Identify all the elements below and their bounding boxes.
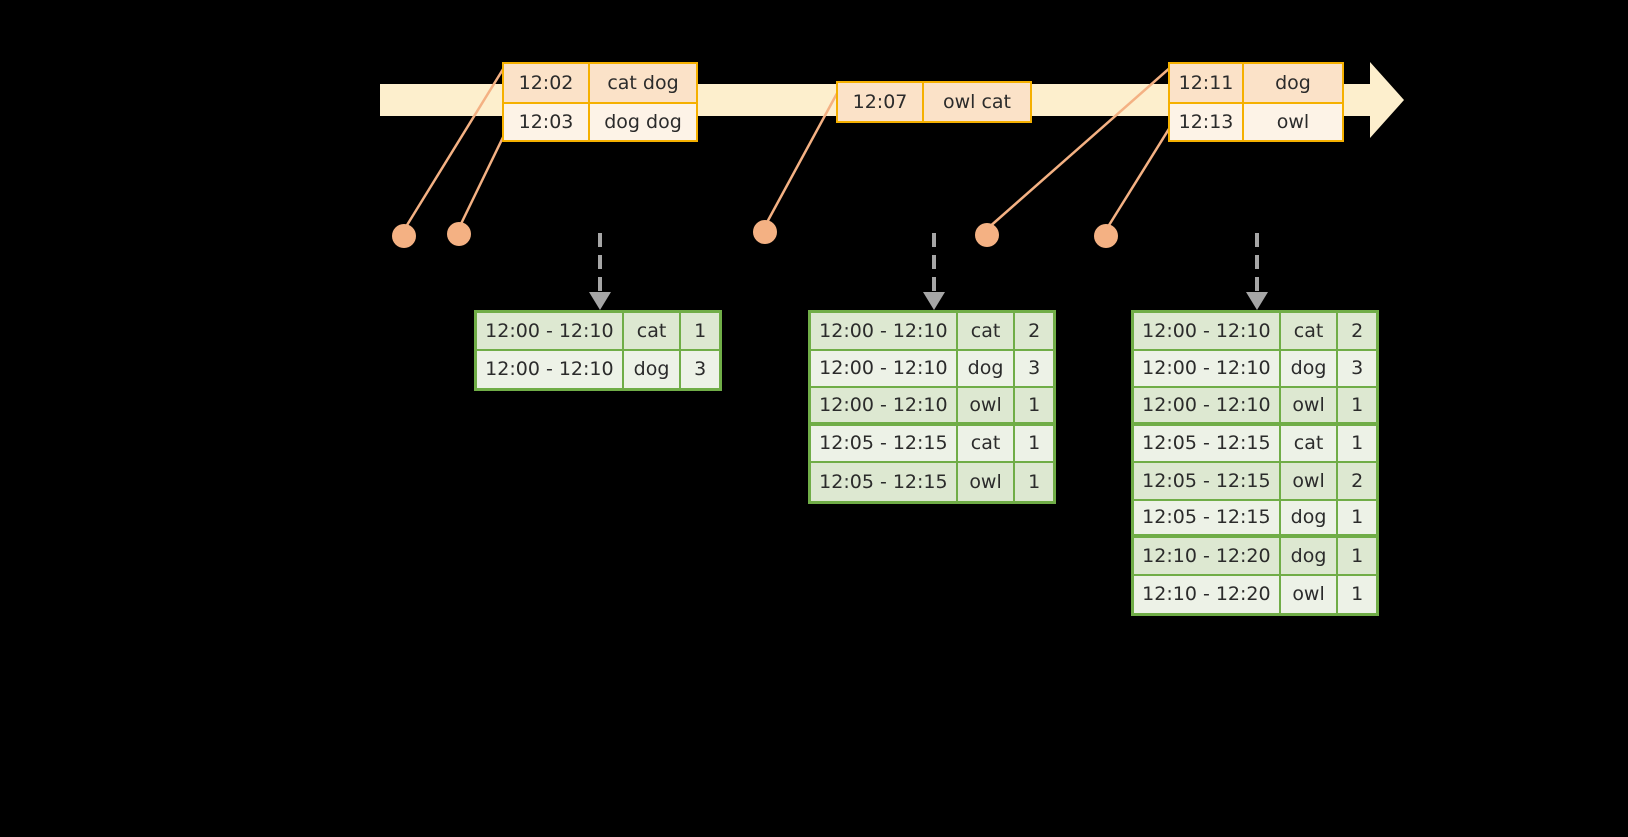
timeline-arrowhead-icon [1370, 62, 1404, 138]
word-cell: owl [957, 388, 1016, 422]
word-cell: cat [623, 313, 682, 349]
event-dot-5 [1094, 224, 1118, 248]
arrow-shaft [1255, 233, 1259, 292]
event-time: 12:13 [1170, 104, 1244, 140]
window-cell: 12:05 - 12:15 [811, 463, 958, 501]
count-cell: 1 [1338, 575, 1376, 613]
window-cell: 12:00 - 12:10 [477, 313, 624, 349]
count-cell: 1 [1338, 388, 1376, 422]
window-cell: 12:00 - 12:10 [1134, 313, 1281, 349]
window-cell: 12:00 - 12:10 [811, 350, 958, 386]
arrow-head-icon [1246, 292, 1268, 310]
count-cell: 3 [1015, 350, 1053, 386]
arrow-shaft [598, 233, 602, 292]
word-cell: dog [1280, 500, 1339, 534]
count-cell: 1 [1338, 425, 1376, 461]
window-cell: 12:05 - 12:15 [1134, 500, 1281, 534]
event-dot-1 [392, 224, 416, 248]
event-words: owl cat [924, 83, 1030, 121]
window-cell: 12:00 - 12:10 [811, 313, 958, 349]
connector-2 [457, 126, 510, 229]
word-cell: dog [957, 350, 1016, 386]
flow-arrow-1 [589, 233, 611, 310]
count-cell: 1 [1015, 425, 1053, 461]
word-cell: owl [1280, 575, 1339, 613]
window-cell: 12:00 - 12:10 [811, 388, 958, 422]
event-words: owl [1244, 104, 1342, 140]
word-cell: owl [957, 463, 1016, 501]
event-time: 12:11 [1170, 64, 1244, 102]
word-cell: owl [1280, 388, 1339, 422]
count-cell: 1 [1015, 388, 1053, 422]
event-words: dog [1244, 64, 1342, 102]
word-cell: owl [1280, 463, 1339, 499]
event-dot-2 [447, 222, 471, 246]
window-cell: 12:00 - 12:10 [1134, 388, 1281, 422]
count-cell: 2 [1338, 313, 1376, 349]
flow-arrow-3 [1246, 233, 1268, 310]
window-cell: 12:00 - 12:10 [477, 350, 624, 388]
window-cell: 12:05 - 12:15 [811, 425, 958, 461]
arrow-head-icon [589, 292, 611, 310]
window-cell: 12:10 - 12:20 [1134, 538, 1281, 574]
window-cell: 12:10 - 12:20 [1134, 575, 1281, 613]
window-cell: 12:00 - 12:10 [1134, 350, 1281, 386]
word-cell: cat [1280, 313, 1339, 349]
count-cell: 1 [681, 313, 719, 349]
word-cell: cat [957, 313, 1016, 349]
word-cell: dog [1280, 538, 1339, 574]
event-dot-4 [975, 223, 999, 247]
count-cell: 3 [1338, 350, 1376, 386]
word-cell: dog [623, 350, 682, 388]
count-cell: 3 [681, 350, 719, 388]
arrow-head-icon [923, 292, 945, 310]
event-time: 12:03 [504, 104, 590, 140]
count-cell: 1 [1015, 463, 1053, 501]
flow-arrow-2 [923, 233, 945, 310]
event-time: 12:07 [838, 83, 924, 121]
count-cell: 2 [1338, 463, 1376, 499]
word-cell: cat [957, 425, 1016, 461]
event-words: cat dog [590, 64, 696, 102]
word-cell: cat [1280, 425, 1339, 461]
count-cell: 1 [1338, 500, 1376, 534]
connector-5 [1104, 123, 1174, 231]
event-dot-3 [753, 220, 777, 244]
window-cell: 12:05 - 12:15 [1134, 463, 1281, 499]
count-cell: 1 [1338, 538, 1376, 574]
event-time: 12:02 [504, 64, 590, 102]
window-cell: 12:05 - 12:15 [1134, 425, 1281, 461]
count-cell: 2 [1015, 313, 1053, 349]
word-cell: dog [1280, 350, 1339, 386]
arrow-shaft [932, 233, 936, 292]
event-words: dog dog [590, 104, 696, 140]
